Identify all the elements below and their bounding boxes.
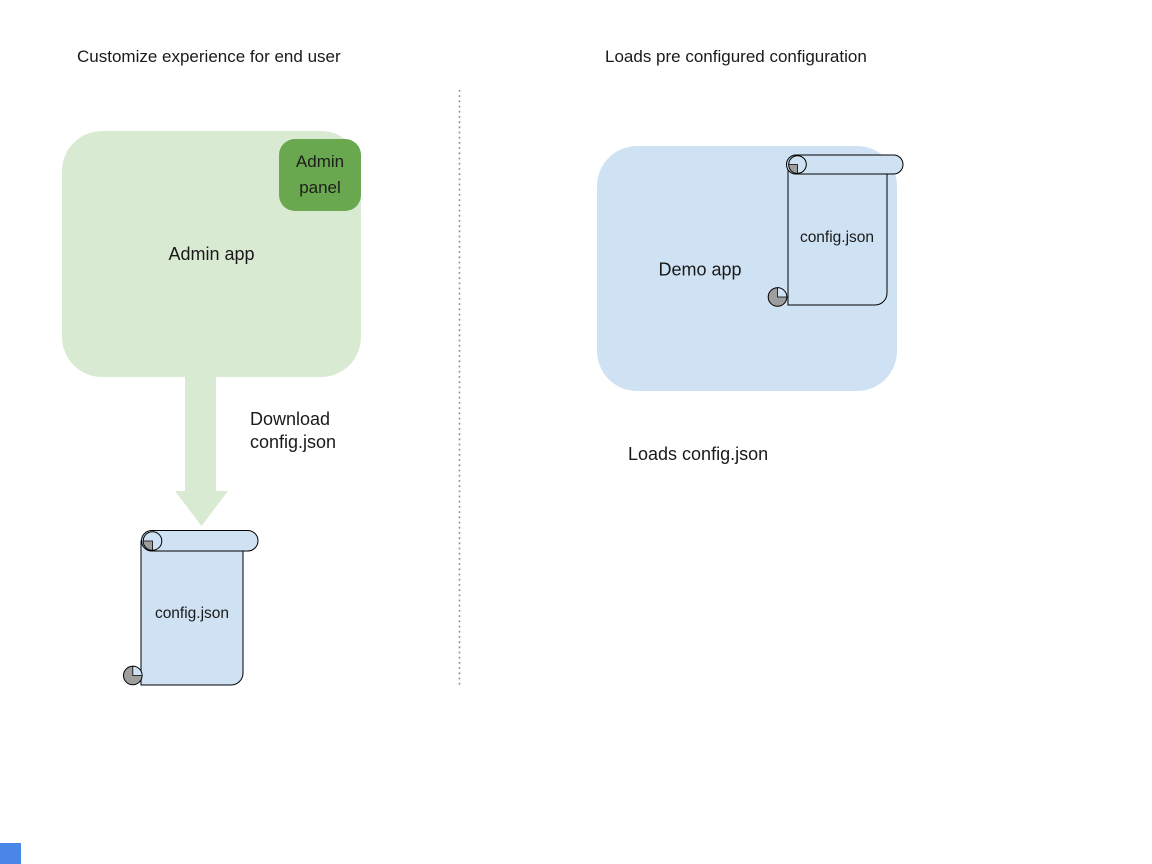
config-file-label-right: config.json bbox=[800, 229, 874, 246]
scroll-top-curl-shadow bbox=[788, 164, 798, 174]
section-divider bbox=[458, 90, 461, 686]
scroll-top-roll bbox=[786, 154, 904, 175]
scroll-top-roll bbox=[141, 530, 259, 552]
config-json-scroll-right: config.json bbox=[767, 154, 904, 307]
admin-panel-label: Admin panel bbox=[295, 152, 345, 197]
config-file-label-left: config.json bbox=[155, 605, 229, 622]
right-section-title: Loads pre configured configuration bbox=[605, 47, 867, 66]
left-section-title: Customize experience for end user bbox=[77, 47, 341, 66]
scroll-body bbox=[787, 163, 888, 306]
download-label-line1: Download bbox=[250, 409, 331, 429]
corner-square bbox=[0, 843, 21, 864]
loads-config-caption: Loads config.json bbox=[628, 444, 769, 464]
scroll-body bbox=[140, 540, 244, 686]
scroll-bottom-curl-notch bbox=[777, 287, 788, 298]
download-label-line2: config.json bbox=[250, 432, 337, 452]
scroll-bottom-curl-notch bbox=[132, 665, 143, 676]
admin-panel-badge: Admin panel bbox=[279, 139, 361, 211]
config-json-scroll-left: config.json bbox=[123, 530, 259, 686]
scroll-top-curl-shadow bbox=[142, 540, 153, 551]
demo-app-label: Demo app bbox=[658, 259, 742, 280]
admin-app-label: Admin app bbox=[168, 243, 255, 264]
download-label: Download config.json bbox=[250, 408, 336, 454]
arrow-shape bbox=[175, 377, 228, 526]
download-arrow-icon bbox=[175, 377, 228, 526]
